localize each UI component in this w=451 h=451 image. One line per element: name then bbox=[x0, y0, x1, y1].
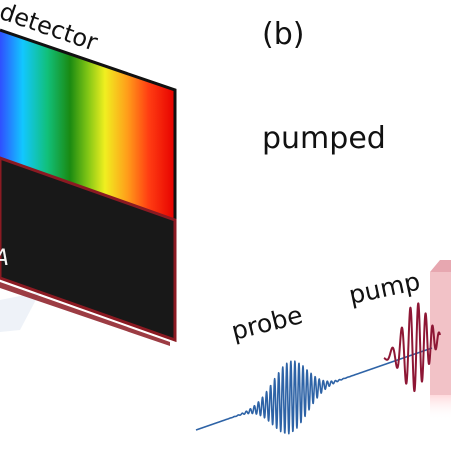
probe-label: probe bbox=[228, 300, 305, 346]
beam-wash bbox=[0, 292, 40, 332]
pump-pulse-wave bbox=[383, 302, 441, 393]
probe-beam-wave bbox=[195, 347, 433, 435]
sample-edge-strip bbox=[0, 282, 170, 346]
crystal-glow bbox=[430, 395, 451, 420]
panel-label: (b) bbox=[262, 17, 304, 52]
pump-label: pump bbox=[346, 267, 422, 310]
state-label: pumped bbox=[262, 121, 386, 156]
sample-label-partial: A bbox=[0, 246, 9, 271]
detector-outline bbox=[0, 28, 177, 220]
crystal-top bbox=[430, 260, 451, 272]
sample-block bbox=[0, 156, 177, 343]
